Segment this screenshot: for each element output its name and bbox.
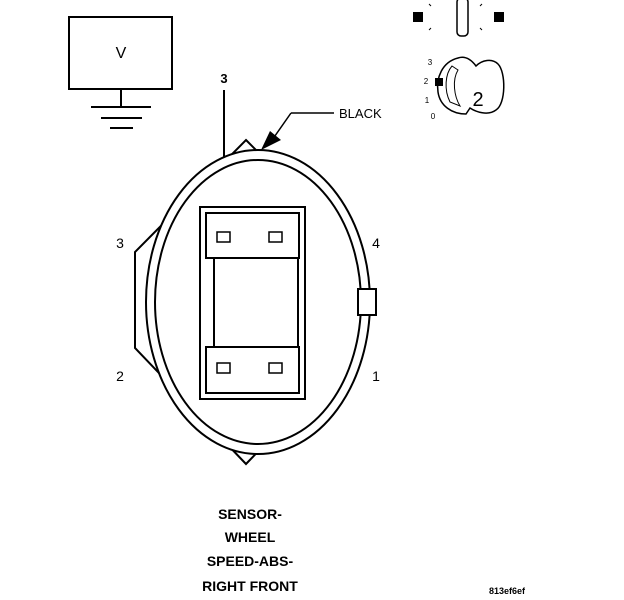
connector-latch-tab — [357, 288, 377, 316]
voltmeter-box — [68, 16, 173, 90]
pin-1-terminal — [268, 362, 283, 374]
caption-line-1: SENSOR- — [218, 506, 282, 522]
wire-color-callout: BLACK — [261, 106, 382, 150]
range-knob-icon: 3 2 1 0 2 — [424, 56, 505, 121]
callout-arrow-icon — [261, 131, 281, 150]
pin-3-terminal — [216, 231, 231, 243]
pin-label-top-left: 3 — [116, 235, 124, 251]
voltmeter-label: V — [116, 45, 127, 62]
ground-icon — [91, 106, 151, 129]
caption-line-2: WHEEL — [224, 529, 276, 545]
pin-4-terminal — [268, 231, 283, 243]
pin-label-top-right: 4 — [372, 235, 380, 251]
knob-selected-value: 2 — [472, 89, 483, 111]
knob-pos-3: 3 — [428, 58, 433, 67]
knob-pos-2: 2 — [424, 77, 429, 86]
wire-color-label: BLACK — [339, 106, 382, 121]
sensor-connector — [134, 138, 377, 466]
probe-pin-label: 3 — [220, 71, 227, 86]
pin-label-bottom-left: 2 — [116, 368, 124, 384]
reference-code: 813ef6ef — [489, 586, 526, 596]
pin-label-bottom-right: 1 — [372, 368, 380, 384]
knob-pos-1: 1 — [425, 96, 430, 105]
caption-line-3: SPEED-ABS- — [206, 553, 294, 569]
caption-line-4: RIGHT FRONT — [202, 578, 298, 594]
pin-2-terminal — [216, 362, 231, 374]
knob-pos-0: 0 — [431, 112, 436, 121]
selector-switch-icon — [413, 0, 504, 37]
voltmeter: V — [68, 16, 173, 129]
